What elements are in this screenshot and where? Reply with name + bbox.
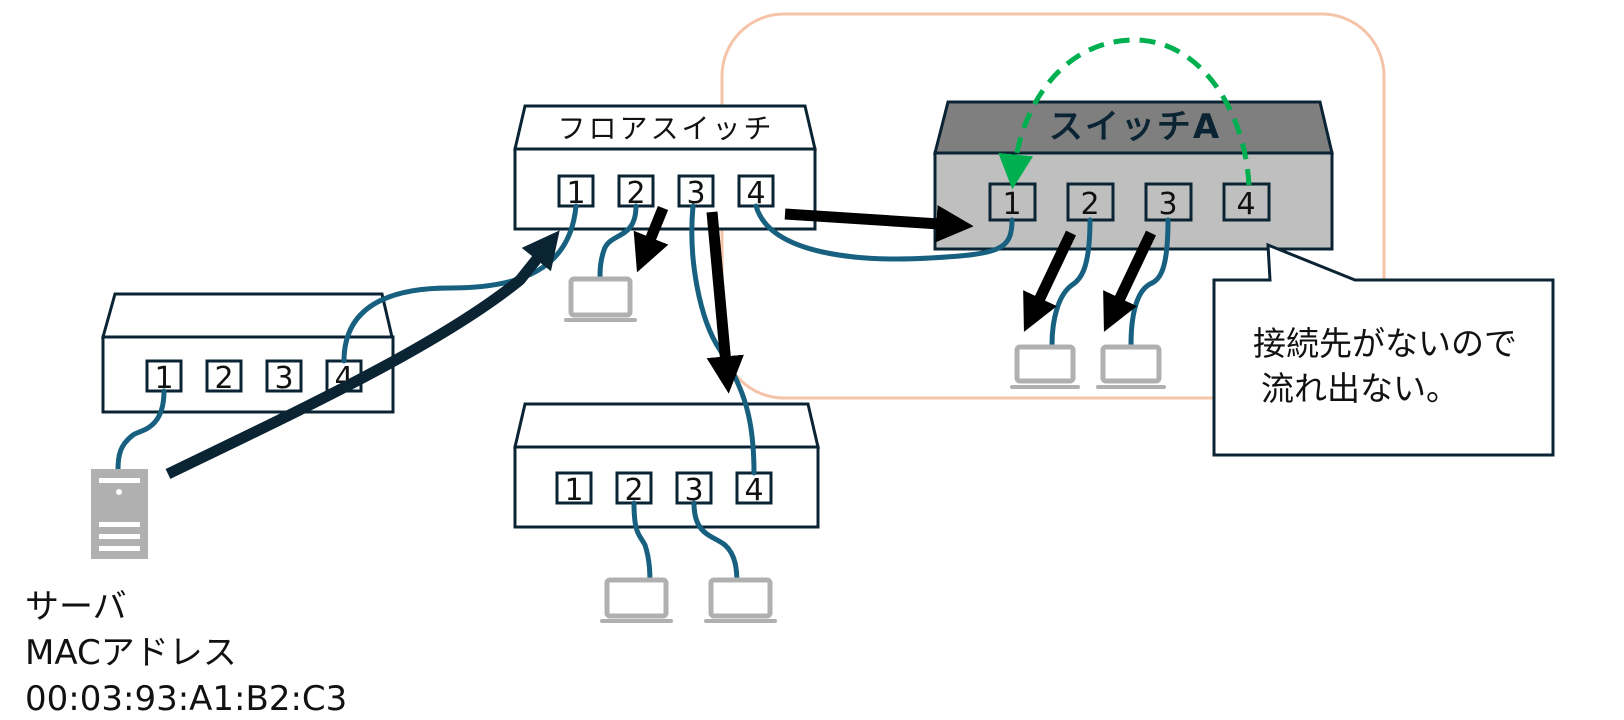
cable-bottom-port-3-to-laptop [691,500,740,588]
port-number: 4 [744,473,763,508]
bottom-switch[interactable]: 1 2 3 4 [513,402,820,529]
left-switch[interactable]: 1 2 3 4 [101,292,395,414]
port-number: 2 [624,473,643,508]
port-number: 2 [626,176,645,211]
bottom-switch-port-1[interactable]: 1 [555,471,593,508]
floor-switch-title: フロアスイッチ [557,112,774,145]
bottom-switch-port-3[interactable]: 3 [675,471,713,508]
port-number: 1 [154,361,173,396]
flow-arrow-server-to-floor-switch [165,230,560,479]
port-number: 3 [1158,187,1177,222]
flow-arrow-floor-port-4-to-switch-a [784,205,974,243]
port-number: 2 [1080,187,1099,222]
cable-server-to-left-port-1 [115,388,167,473]
callout-line-2: 流れ出ない。 [1261,369,1459,408]
switch-a-title: スイッチA [1049,107,1221,147]
port-number: 1 [564,473,583,508]
server-mac-label: MACアドレス [25,633,237,673]
flow-arrow-floor-port-3-to-bottom-switch [706,211,744,394]
switch-a-port-4[interactable]: 4 [1222,182,1271,222]
laptop-icon[interactable] [1010,344,1080,389]
floor-switch-port-3[interactable]: 3 [677,174,715,211]
left-switch-port-2[interactable]: 2 [205,359,243,396]
port-number: 4 [1236,187,1255,222]
laptop-icon[interactable] [704,577,777,623]
bottom-switch-port-2[interactable]: 2 [615,471,653,508]
left-switch-port-3[interactable]: 3 [265,359,303,396]
bottom-switch-port-4[interactable]: 4 [735,471,773,508]
flow-arrow-switch-a-port-2-to-laptop [1023,230,1076,332]
cable-floor-port-4-to-switch-a-port-1 [753,203,1015,262]
callout-line-1: 接続先がないので [1253,324,1517,363]
port-number: 3 [686,176,705,211]
switch-a-port-3[interactable]: 3 [1144,182,1193,222]
flow-arrow-floor-port-2-to-laptop [633,205,669,273]
floor-switch-port-2[interactable]: 2 [617,174,655,211]
port-number: 4 [746,176,765,211]
switch-a[interactable]: スイッチA 1 2 3 4 [933,100,1334,251]
port-number: 3 [274,361,293,396]
laptop-icon[interactable] [600,577,673,623]
port-number: 1 [566,176,585,211]
laptop-icon[interactable] [564,276,637,322]
switch-a-port-2[interactable]: 2 [1066,182,1115,222]
server-mac-value: 00:03:93:A1:B2:C3 [25,679,347,719]
cable-bottom-port-2-to-laptop [631,500,653,588]
port-number: 1 [1002,187,1021,222]
flow-arrow-switch-a-port-3-to-laptop [1103,230,1156,332]
port-number: 3 [684,473,703,508]
cable-floor-port-2-to-laptop [597,203,639,283]
laptop-icon[interactable] [1096,344,1166,389]
floor-switch-port-1[interactable]: 1 [557,174,595,211]
bottom-switch-top [513,402,820,449]
switch-a-port-1[interactable]: 1 [988,182,1037,222]
callout-bubble [1212,242,1555,457]
flood-arrow-port-4-to-port-1 [998,37,1252,190]
port-number: 2 [214,361,233,396]
server-tower-icon[interactable] [91,469,148,559]
server-name-label: サーバ [25,587,127,627]
